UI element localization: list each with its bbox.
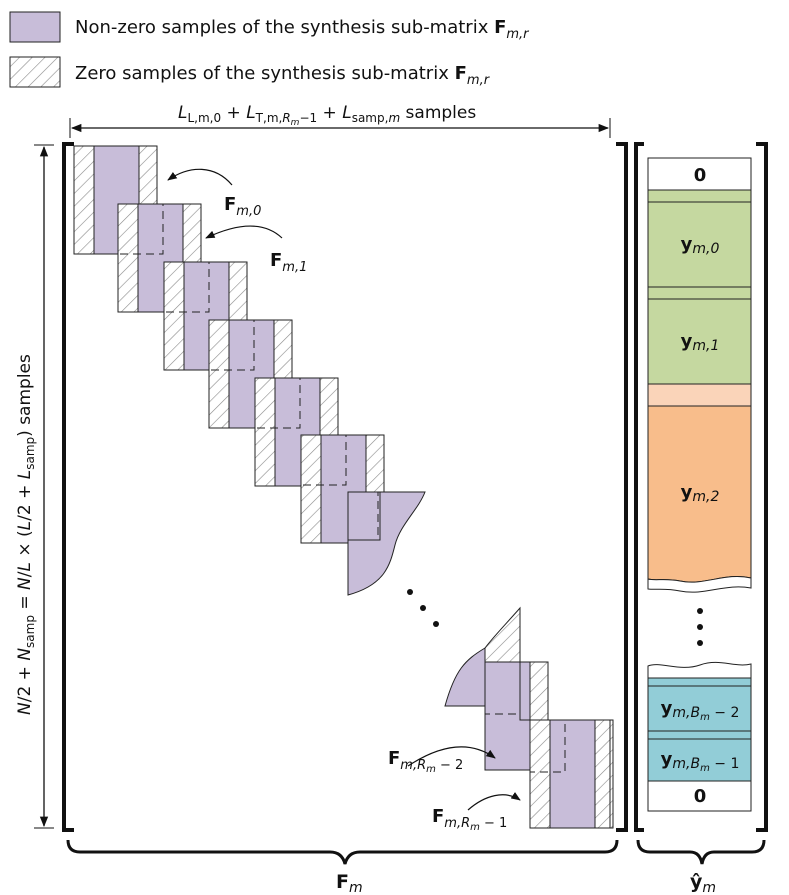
vector-brace [636, 839, 766, 865]
overlap-4 [300, 434, 347, 486]
vector-zero-top [647, 157, 752, 191]
legend-nonzero-sub: m,r [506, 27, 530, 42]
matrix-brackets [62, 142, 628, 832]
block-8-nonzero [549, 719, 596, 829]
vector-symbol: ŷm [690, 871, 716, 895]
vector-y-m0-label: ym,0 [681, 234, 720, 257]
overlap-1 [163, 261, 210, 313]
top-dimension: LL,m,0 + LT,m,Rm−1 + Lsamp,m samples [69, 103, 611, 138]
matrix-labels: Fm,0 Fm,1 Fm,Rm − 2 Fm,Rm − 1 [224, 194, 507, 833]
matrix-blocks [73, 145, 614, 829]
vector-zero-bottom [647, 780, 752, 812]
svg-text:Zero samples of the synthesis: Zero samples of the synthesis sub-matrix… [75, 63, 491, 88]
label-f-mrm1: Fm,Rm − 1 [432, 806, 507, 833]
legend-nonzero-sym: F [494, 17, 506, 38]
block-1-zero-left [117, 203, 139, 313]
vector-ellipsis [697, 608, 703, 646]
vector-zero-top-label: 0 [694, 165, 707, 186]
block-6-nonzero [347, 491, 381, 541]
vector-right-bracket [756, 142, 768, 832]
matrix-left-bracket [62, 142, 74, 832]
block-2-zero-left [163, 261, 185, 371]
overlap-0 [117, 203, 164, 255]
top-dimension-label: LL,m,0 + LT,m,Rm−1 + Lsamp,m samples [178, 103, 476, 128]
vector-zero-bottom-label: 0 [694, 786, 707, 807]
overlap-2 [208, 319, 255, 371]
block-7-extension [519, 661, 531, 721]
left-dimension: N/2 + Nsamp = N/L × (L/2 + Lsamp) sample… [15, 144, 54, 829]
vector-y-m1-label: ym,1 [681, 331, 720, 354]
block-5-zero-left [300, 434, 322, 544]
legend-nonzero-text: Non-zero samples of the synthesis sub-ma… [75, 17, 489, 38]
legend-zero-swatch [9, 56, 61, 88]
overlap-7 [529, 719, 566, 773]
matrix-right-bracket [616, 142, 628, 832]
tail-block8-left [444, 647, 486, 707]
window-tails [347, 491, 521, 707]
block-8-zero-far-right [594, 719, 611, 829]
block-4-zero-left [254, 377, 276, 487]
label-f-mrm2: Fm,Rm − 2 [388, 748, 463, 775]
vector-y-m0 [647, 201, 752, 288]
tail-block7 [347, 491, 426, 596]
bottom-braces [66, 839, 766, 865]
matrix-arrows [167, 168, 521, 811]
block-3-zero-left [208, 319, 230, 429]
matrix-symbol: Fm [336, 871, 363, 895]
block-8-zero-left [529, 719, 551, 829]
label-f-m1: Fm,1 [270, 250, 307, 275]
vector-y-m2-label: ym,2 [681, 482, 720, 505]
left-dimension-label: N/2 + Nsamp = N/L × (L/2 + Lsamp) sample… [15, 354, 37, 715]
vector [647, 157, 752, 812]
block-0-zero-left [73, 145, 95, 255]
matrix-ellipsis [407, 589, 439, 627]
legend-zero-sym: F [455, 63, 467, 84]
legend-zero-text: Zero samples of the synthesis sub-matrix [75, 63, 449, 84]
vector-y-mBm1-label: ym,Bm − 1 [661, 749, 740, 774]
vector-labels: 0 ym,0 ym,1 ym,2 ym,Bm − 2 ym,Bm − 1 0 [661, 165, 740, 807]
vector-brackets [634, 142, 768, 832]
svg-text:Non-zero samples of the synthe: Non-zero samples of the synthesis sub-ma… [75, 17, 530, 42]
label-f-m0: Fm,0 [224, 194, 261, 219]
vector-left-bracket [634, 142, 644, 832]
vector-y-mBm2 [647, 685, 752, 732]
legend-zero-sub: m,r [467, 73, 491, 88]
overlap-3 [254, 377, 301, 429]
vector-y-mBm2-label: ym,Bm − 2 [661, 698, 740, 723]
legend-nonzero-swatch [9, 11, 61, 43]
legend: Non-zero samples of the synthesis sub-ma… [9, 11, 530, 88]
matrix-brace [66, 839, 619, 865]
tail-block8-top [484, 606, 521, 663]
